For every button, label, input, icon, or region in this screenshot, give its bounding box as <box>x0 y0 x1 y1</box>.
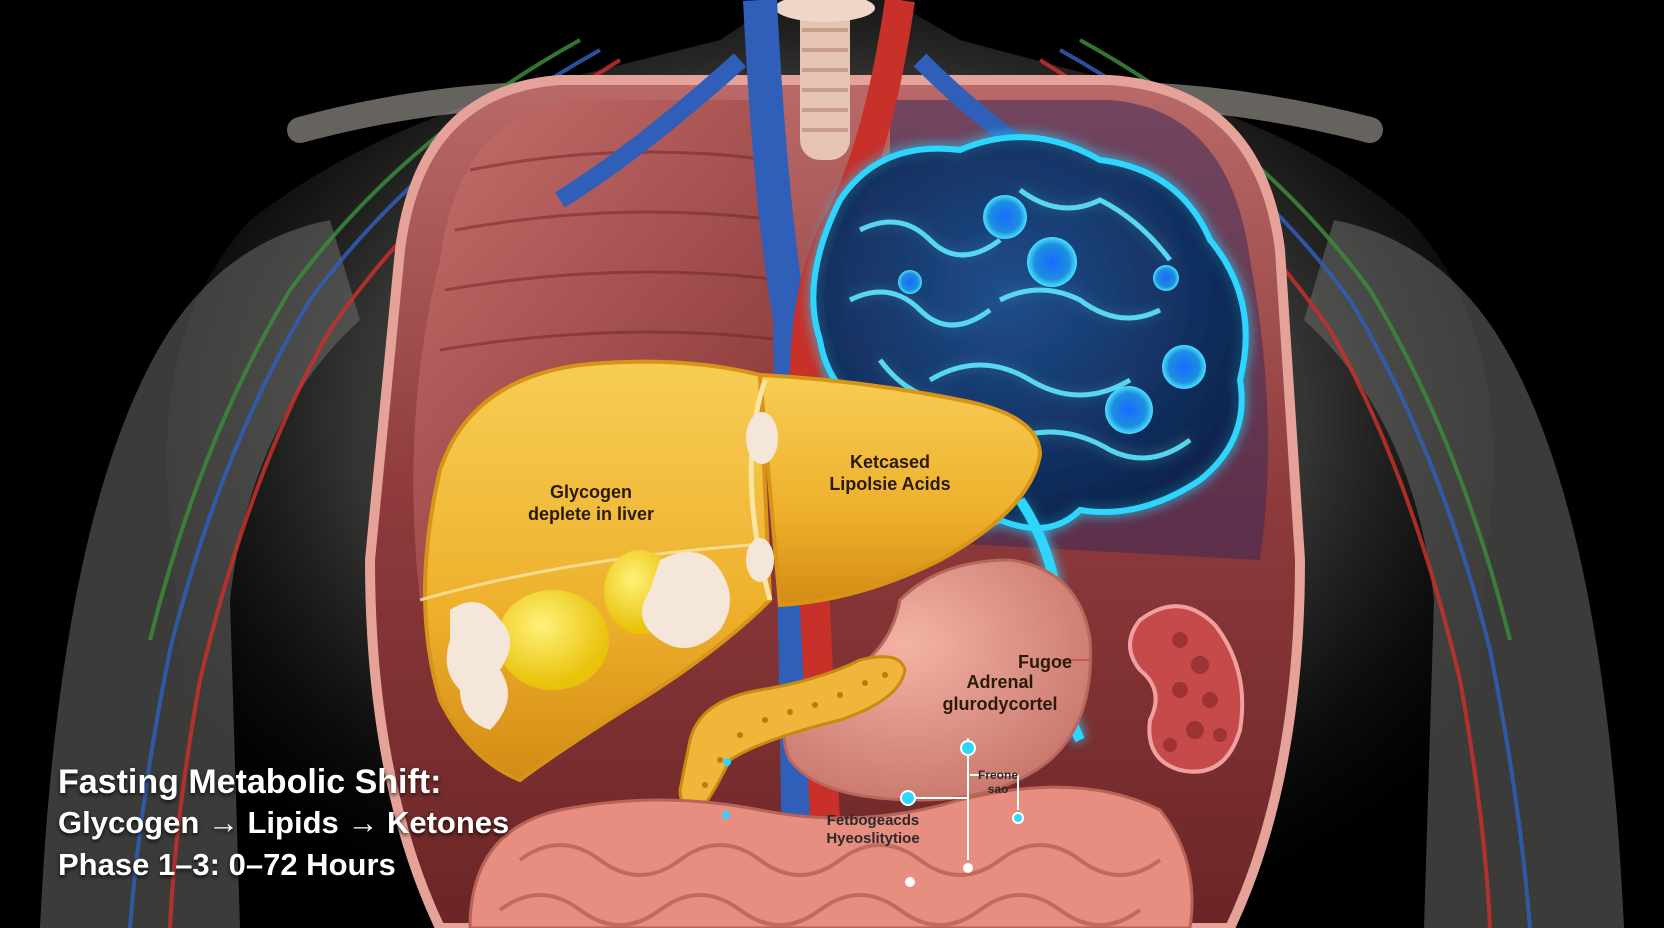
label-lower-left: Fetbogeacds Hyeoslitytioe <box>818 812 928 848</box>
caption-line-2: Phase 1–3: 0–72 Hours <box>58 847 396 882</box>
liver <box>419 359 1043 783</box>
label-lower-left-line2: Hyeoslitytioe <box>826 830 920 847</box>
label-lower-right: Freone sao <box>968 768 1028 797</box>
label-lower-right-line1: Freone <box>977 768 1018 782</box>
label-lower-left-line1: Fetbogeacds <box>826 812 920 829</box>
label-liver-left-line1: Glycogen <box>549 482 633 502</box>
kidney <box>1128 604 1245 774</box>
annotation-dots <box>722 740 1024 887</box>
label-lower-right-line2: sao <box>987 782 1009 797</box>
brain-cells <box>898 195 1206 434</box>
intestines <box>468 785 1194 928</box>
caption-block: Fasting Metabolic Shift: Glycogen → Lipi… <box>58 762 509 886</box>
caption-line-1: Glycogen → Lipids → Ketones <box>58 805 510 840</box>
trachea <box>775 0 875 160</box>
label-kidney-pointer: Fugoe <box>1018 652 1072 672</box>
label-stomach-line2: glurodycortel <box>942 693 1058 714</box>
label-stomach: Adrenal glurodycortel <box>930 672 1070 715</box>
caption-title: Fasting Metabolic Shift: <box>58 763 442 801</box>
label-liver-right: Ketcased Lipolsie Acids <box>815 452 965 495</box>
label-liver-right-line2: Lipolsie Acids <box>829 473 951 494</box>
label-liver-left-line2: deplete in liver <box>527 503 655 524</box>
label-liver-left: Glycogen deplete in liver <box>516 482 666 525</box>
label-liver-right-line1: Ketcased <box>849 452 931 472</box>
label-stomach-line1: Adrenal <box>966 672 1034 692</box>
annotation-pointers <box>908 659 1090 860</box>
